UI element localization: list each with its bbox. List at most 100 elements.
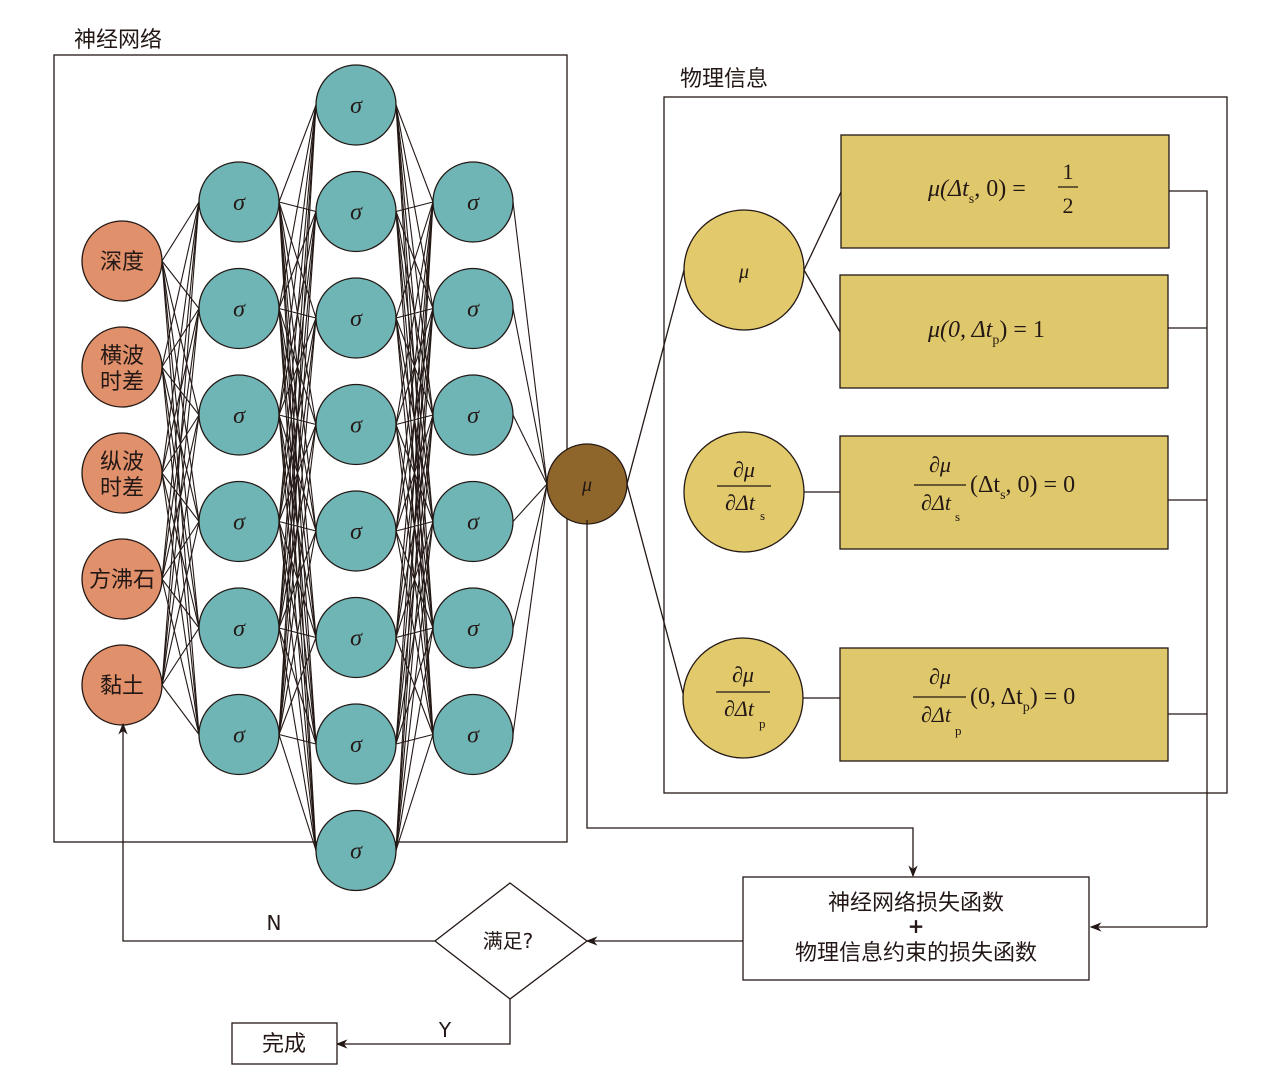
network-connections (161, 104, 548, 851)
connection-line (161, 201, 200, 368)
hidden-node-sigma: σ (315, 277, 397, 359)
connection-line (161, 684, 200, 735)
output-node-mu: μ (546, 443, 628, 525)
flow-arrows (118, 520, 1207, 1049)
neural-network-frame (53, 54, 568, 843)
node-label: σ (350, 519, 363, 545)
connection-line (278, 104, 317, 203)
node-label: σ (350, 200, 363, 226)
done-box: 完成 (231, 1022, 338, 1065)
connection-line (278, 104, 317, 416)
connection-line (512, 308, 548, 485)
nn-loss-label: 神经网络损失函数 (828, 891, 1004, 916)
connection-line (278, 733, 317, 745)
physics-node-mu: μ (683, 209, 805, 331)
arrow-yes-done (335, 999, 511, 1049)
connection-line (278, 530, 317, 735)
hidden-node-sigma: σ (432, 693, 514, 776)
connection-line (278, 637, 317, 735)
connection-line (512, 201, 548, 485)
connection-line (395, 627, 434, 851)
yes-label: Y (438, 1018, 452, 1042)
connection-line (161, 414, 200, 686)
svg-text:s: s (955, 509, 960, 524)
connection-line (161, 201, 200, 474)
svg-text:(0, Δtp) = 0: (0, Δtp) = 0 (970, 684, 1075, 715)
hidden-node-sigma: σ (315, 64, 397, 146)
hidden-node-sigma: σ (198, 267, 280, 350)
dmu-numerator: ∂μ (733, 457, 755, 482)
node-label: σ (233, 297, 246, 323)
connection-line (278, 734, 317, 851)
hidden-node-sigma: σ (198, 480, 280, 563)
connection-line (161, 521, 200, 686)
node-label: σ (233, 616, 246, 642)
svg-text:(Δts, 0) = 0: (Δts, 0) = 0 (970, 472, 1075, 503)
hidden-node-sigma: σ (432, 480, 514, 563)
svg-text:s: s (760, 508, 765, 523)
connection-line (395, 201, 434, 319)
connection-line (161, 201, 200, 686)
hidden-node-sigma: σ (198, 161, 280, 243)
connection-line (395, 734, 434, 851)
hidden-node-sigma: σ (315, 170, 397, 253)
node-label: σ (350, 732, 363, 758)
connection-line (161, 627, 200, 686)
connection-line (395, 201, 434, 851)
connection-line (161, 201, 200, 262)
svg-text:μ: μ (738, 261, 749, 283)
decision-label: 满足? (483, 929, 534, 953)
no-label: N (267, 911, 282, 935)
connection-line (161, 201, 200, 580)
condition-box-dmu-dts: ∂μ ∂Δt s (Δts, 0) = 0 (839, 435, 1169, 550)
node-label: σ (233, 723, 246, 749)
physics-node-dmu-dtp: ∂μ ∂Δt p (682, 637, 804, 759)
node-label: 黏土 (100, 674, 144, 699)
physics-info-title: 物理信息 (680, 67, 768, 92)
node-label: σ (350, 626, 363, 652)
arrow-output-to-loss (586, 520, 918, 878)
connection-line (512, 414, 548, 485)
node-label: σ (467, 723, 480, 749)
node-label: σ (350, 839, 363, 865)
condition-box-mu-tp: μ(0, Δtp) = 1 (839, 274, 1169, 389)
node-label: σ (467, 616, 480, 642)
edge-mu-to-cond2 (803, 269, 841, 333)
hidden-node-sigma: σ (198, 693, 280, 776)
node-label: σ (350, 413, 363, 439)
dmu-numerator: ∂μ (732, 662, 754, 687)
input-node: 深度 (81, 220, 163, 302)
node-label: 时差 (100, 370, 144, 395)
hidden-node-sigma: σ (315, 490, 397, 572)
node-label: σ (350, 93, 363, 119)
arrow-no-loop-back (118, 722, 435, 942)
hidden-node-sigma: σ (315, 383, 397, 466)
node-label: 时差 (100, 476, 144, 501)
svg-text:μ(Δts, 0) =: μ(Δts, 0) = (927, 176, 1026, 207)
svg-text:μ(0, Δtp) = 1: μ(0, Δtp) = 1 (927, 317, 1045, 348)
connection-line (278, 424, 317, 735)
connection-line (395, 308, 434, 851)
decision-diamond: 满足? (433, 882, 589, 1000)
svg-text:p: p (759, 716, 766, 731)
hidden-node-sigma: σ (432, 267, 514, 350)
done-label: 完成 (262, 1032, 306, 1057)
loss-function-box: 神经网络损失函数 + 物理信息约束的损失函数 (742, 876, 1090, 981)
connection-line (395, 201, 434, 532)
physics-connections (626, 190, 1208, 927)
node-label: σ (467, 190, 480, 216)
plus-sign: + (908, 914, 925, 938)
node-label: μ (581, 474, 592, 496)
dmu-denominator: ∂Δt (725, 490, 756, 515)
edge-output-to-dmu-dtp (626, 483, 685, 698)
connection-line (395, 201, 434, 638)
input-node: 黏土 (81, 644, 163, 726)
physics-loss-label: 物理信息约束的损失函数 (795, 941, 1037, 966)
connection-line (395, 414, 434, 851)
connection-line (395, 201, 434, 745)
edge-mu-to-cond1 (803, 191, 842, 271)
node-label: σ (350, 306, 363, 332)
edge-output-to-mu (626, 269, 685, 485)
physics-node-dmu-dts: ∂μ ∂Δt s (683, 431, 805, 553)
node-label: σ (233, 190, 246, 216)
